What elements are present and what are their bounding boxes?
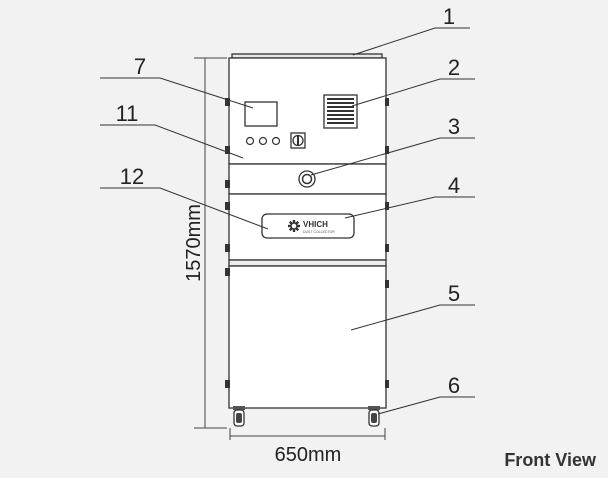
callout-11: 11 — [116, 101, 139, 126]
callout-1: 1 — [443, 4, 455, 29]
callout-3: 3 — [448, 114, 460, 139]
view-caption: Front View — [504, 450, 597, 470]
power-switch-icon — [290, 132, 306, 149]
callout-7: 7 — [134, 54, 146, 79]
control-section — [228, 57, 387, 165]
brand-nameplate: VHICH DUST COLLECTOR — [261, 213, 355, 239]
display-screen — [244, 101, 278, 127]
vent-grille — [323, 94, 358, 129]
control-buttons — [245, 136, 281, 146]
gear-logo-icon — [288, 220, 300, 232]
callout-4: 4 — [448, 173, 460, 198]
width-label: 650mm — [275, 444, 342, 466]
inlet-knob-icon — [298, 170, 316, 188]
callout-6: 6 — [448, 373, 460, 398]
callout-2: 2 — [448, 55, 460, 80]
leader-lines — [100, 27, 475, 415]
height-dimension — [194, 57, 227, 429]
brand-tagline: DUST COLLECTOR — [303, 230, 335, 234]
callout-12: 12 — [120, 164, 144, 189]
width-dimension — [229, 428, 386, 440]
side-latches — [225, 98, 389, 388]
brand-name: VHICH — [303, 220, 328, 229]
lower-cabinet — [228, 265, 387, 409]
casters — [233, 406, 380, 427]
callout-5: 5 — [448, 281, 460, 306]
divider-band — [228, 259, 387, 267]
height-label: 1570mm — [183, 204, 205, 282]
